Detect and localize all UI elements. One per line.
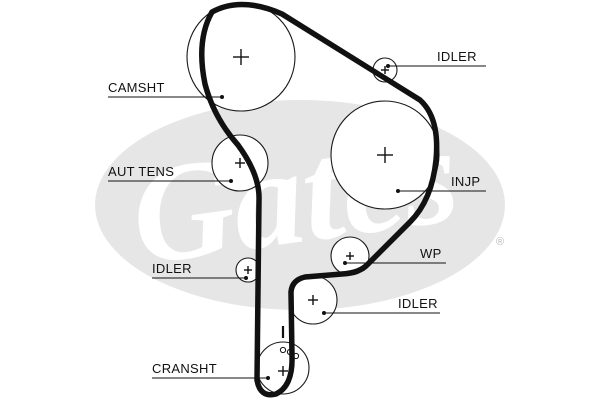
crankshaft-pulley	[256, 326, 310, 395]
label-injection-pump: INJP	[451, 174, 480, 189]
label-camshaft: CAMSHT	[108, 80, 165, 95]
timing-belt	[199, 1, 440, 398]
label-auto-tensioner: AUT TENS	[108, 164, 174, 179]
label-idler-right: IDLER	[398, 296, 438, 311]
label-idler-top: IDLER	[437, 49, 477, 64]
leader-lines	[108, 64, 486, 380]
camshaft-pulley	[186, 2, 296, 112]
watermark-registered-mark: ®	[496, 236, 504, 248]
label-crankshaft: CRANSHT	[152, 361, 217, 376]
water-pump-pulley	[330, 236, 370, 276]
label-water-pump: WP	[420, 246, 442, 261]
injection-pump-pulley	[330, 100, 440, 210]
label-idler-left: IDLER	[152, 261, 192, 276]
